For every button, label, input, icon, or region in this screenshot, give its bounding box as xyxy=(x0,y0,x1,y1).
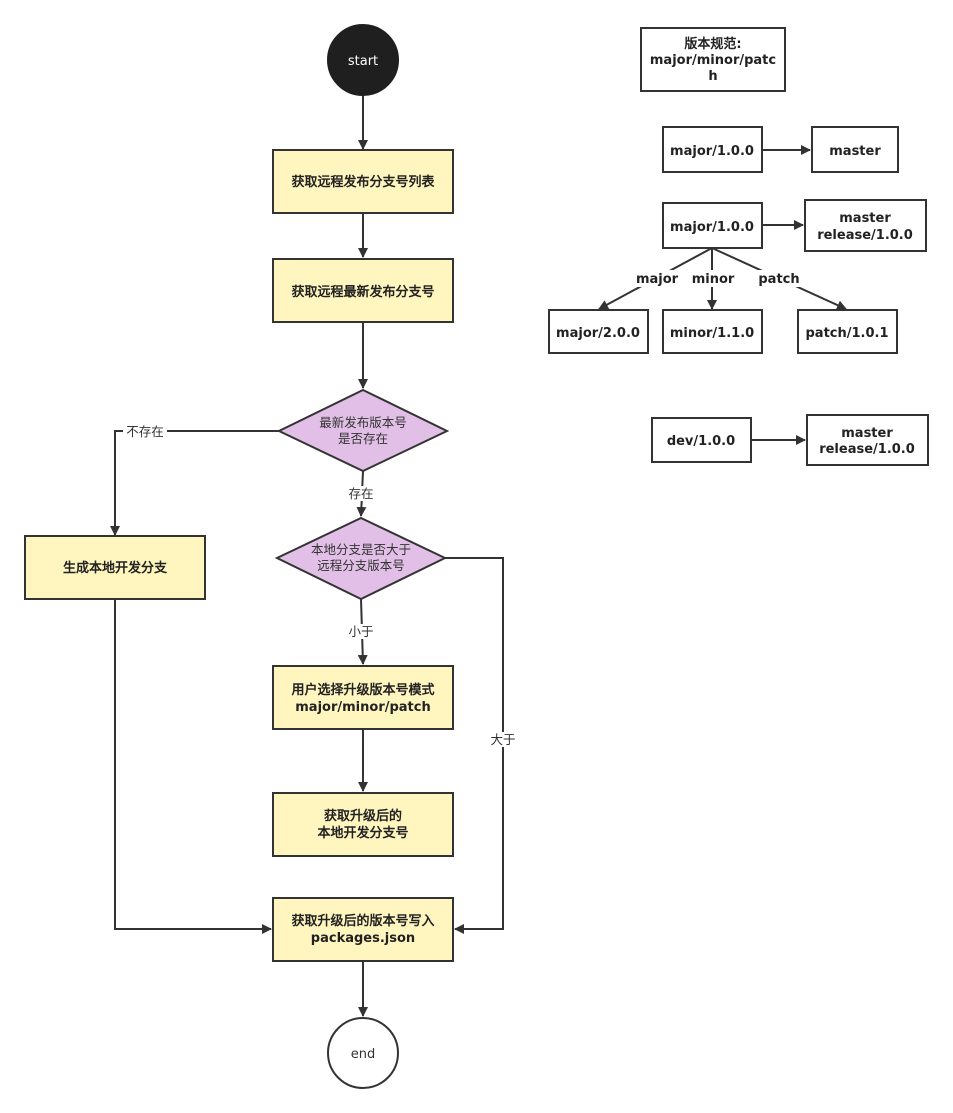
legend-branch-patch-label: patch xyxy=(758,272,799,287)
edge-label-less: 小于 xyxy=(348,624,373,639)
legend-ex1-from: major/1.0.0 xyxy=(670,144,754,159)
process-get-upgraded: 获取升级后的 本地开发分支号 xyxy=(272,792,454,857)
legend-example-2: major/1.0.0 master release/1.0.0 major m… xyxy=(548,199,927,354)
legend-version-spec: 版本规范: major/minor/patc h xyxy=(640,27,786,92)
process-get-list: 获取远程发布分支号列表 xyxy=(272,149,454,214)
legend-ex2-to-line1: master xyxy=(839,211,891,226)
process-write-line1: 获取升级后的版本号写入 xyxy=(291,913,434,929)
end-label: end xyxy=(351,1047,376,1062)
process-user-choose: 用户选择升级版本号模式 major/minor/patch xyxy=(272,665,454,730)
process-get-upgraded-line2: 本地开发分支号 xyxy=(317,825,408,841)
legend-ex3-to-line2: release/1.0.0 xyxy=(819,442,915,457)
process-get-upgraded-line1: 获取升级后的 xyxy=(324,808,402,824)
end-node: end xyxy=(327,1017,399,1089)
edge-label-not-exist: 不存在 xyxy=(126,424,164,439)
process-write: 获取升级后的版本号写入 packages.json xyxy=(272,897,454,962)
edge-gen-to-write xyxy=(114,600,272,934)
process-gen-local-label: 生成本地开发分支 xyxy=(63,560,168,576)
decision-exists-line1: 最新发布版本号 xyxy=(319,415,407,430)
process-get-latest: 获取远程最新发布分支号 xyxy=(272,258,454,323)
edge-label-greater: 大于 xyxy=(490,732,515,747)
process-get-latest-label: 获取远程最新发布分支号 xyxy=(291,284,434,300)
legend-branch-minor: minor/1.1.0 xyxy=(670,326,754,341)
decision-compare-line1: 本地分支是否大于 xyxy=(311,542,411,557)
legend-branch-major: major/2.0.0 xyxy=(556,326,640,341)
legend-spec-line3: h xyxy=(708,69,717,84)
legend-ex2-from: major/1.0.0 xyxy=(670,220,754,235)
legend-ex1-to: master xyxy=(829,144,881,159)
decision-exists-line2: 是否存在 xyxy=(338,431,388,446)
legend-branch-patch: patch/1.0.1 xyxy=(805,326,888,341)
legend-branch-major-label: major xyxy=(636,272,679,287)
legend-ex3-to-line1: master xyxy=(841,426,893,441)
decision-compare: 本地分支是否大于 远程分支版本号 xyxy=(274,516,448,601)
legend-example-3: dev/1.0.0 master release/1.0.0 xyxy=(651,414,929,466)
decision-compare-line2: 远程分支版本号 xyxy=(317,558,405,573)
process-user-choose-line2: major/minor/patch xyxy=(295,700,430,715)
decision-exists: 最新发布版本号 是否存在 xyxy=(276,388,450,473)
legend-ex3-from: dev/1.0.0 xyxy=(667,434,735,449)
legend-branch-minor-label: minor xyxy=(692,272,735,287)
legend-example-1: major/1.0.0 master xyxy=(662,126,899,173)
start-label: start xyxy=(348,54,378,69)
legend-spec-line2: major/minor/patc xyxy=(650,53,776,68)
start-node: start xyxy=(327,24,399,96)
edge-labels: 不存在 存在 小于 大于 xyxy=(123,424,518,747)
edge-not-exist xyxy=(110,430,279,536)
legend-ex2-to-line2: release/1.0.0 xyxy=(817,228,913,243)
legend-spec-line1: 版本规范: xyxy=(684,36,741,52)
process-gen-local: 生成本地开发分支 xyxy=(24,535,206,600)
process-write-line2: packages.json xyxy=(311,931,415,946)
edge-label-exist: 存在 xyxy=(348,486,373,501)
process-get-list-label: 获取远程发布分支号列表 xyxy=(291,174,435,190)
process-user-choose-line1: 用户选择升级版本号模式 xyxy=(290,682,434,698)
